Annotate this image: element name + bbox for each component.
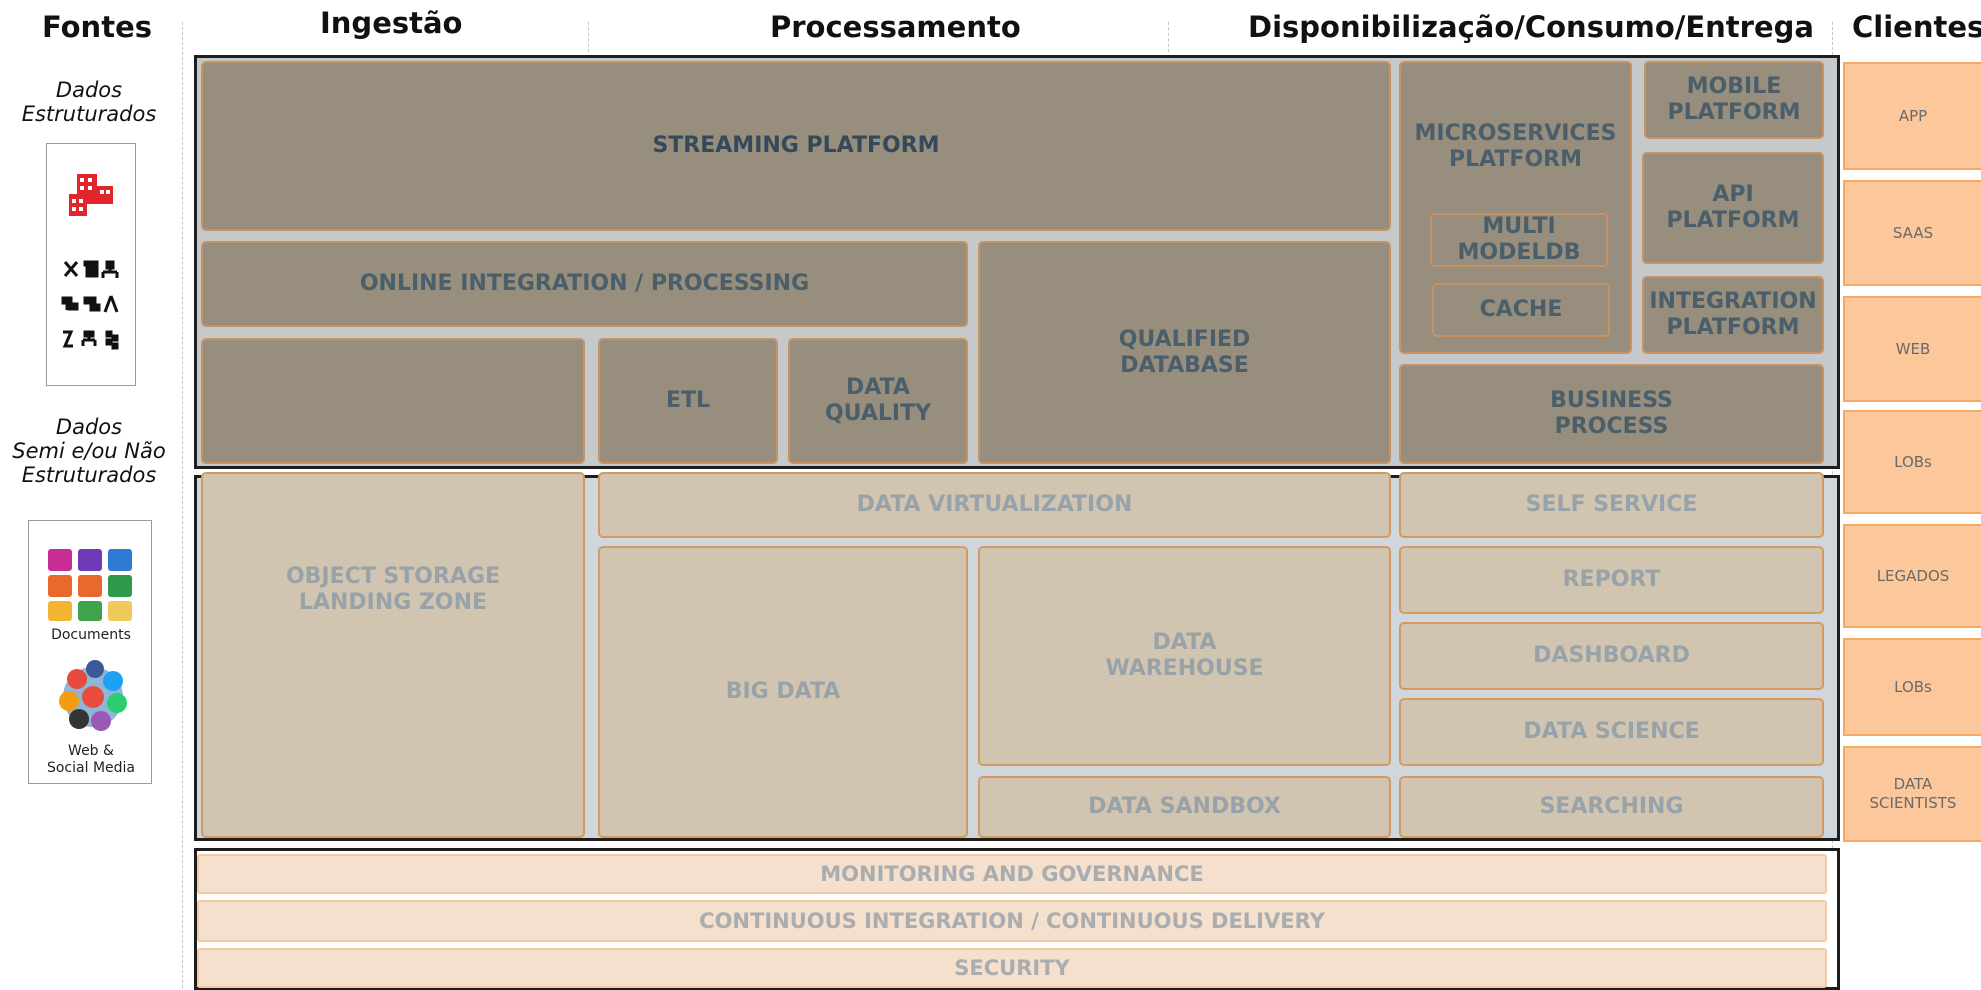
column-separator bbox=[182, 22, 183, 988]
client-legados: LEGADOS bbox=[1843, 524, 1981, 628]
landing-zone-upper-box bbox=[201, 338, 585, 464]
data-warehouse-box: DATA WAREHOUSE bbox=[978, 546, 1391, 766]
security-bar: SECURITY bbox=[197, 948, 1827, 988]
big-data-box: BIG DATA bbox=[598, 546, 968, 838]
office-documents-icon bbox=[48, 549, 132, 621]
column-header-disponibilizacao: Disponibilização/Consumo/Entrega bbox=[1248, 10, 1814, 44]
semi-structured-data-label: Dados Semi e/ou Não Estruturados bbox=[12, 415, 166, 487]
report-box: REPORT bbox=[1399, 546, 1824, 614]
documents-label: Documents bbox=[51, 627, 131, 643]
dashboard-box: DASHBOARD bbox=[1399, 622, 1824, 690]
client-saas: SAAS bbox=[1843, 180, 1981, 286]
microservices-platform-label: MICROSERVICES PLATFORM bbox=[1414, 121, 1617, 172]
self-service-box: SELF SERVICE bbox=[1399, 472, 1824, 538]
column-header-processamento: Processamento bbox=[770, 10, 1021, 44]
ci-cd-bar: CONTINUOUS INTEGRATION / CONTINUOUS DELI… bbox=[197, 900, 1827, 942]
column-header-ingestao: Ingestão bbox=[320, 6, 463, 40]
column-separator bbox=[588, 22, 589, 52]
web-social-media-label: Web & Social Media bbox=[46, 743, 135, 776]
client-app: APP bbox=[1843, 62, 1981, 170]
client-web: WEB bbox=[1843, 296, 1981, 402]
social-media-cluster-icon bbox=[59, 660, 127, 731]
monitoring-governance-bar: MONITORING AND GOVERNANCE bbox=[197, 854, 1827, 894]
client-lobs: LOBs bbox=[1843, 410, 1981, 514]
integration-platform-box: INTEGRATION PLATFORM bbox=[1642, 276, 1824, 354]
business-process-box: BUSINESS PROCESS bbox=[1399, 364, 1824, 464]
unstructured-sources-box: Documents Web & Social Media bbox=[28, 520, 152, 784]
data-quality-box: DATA QUALITY bbox=[788, 338, 968, 464]
structured-data-label: Dados Estruturados bbox=[21, 78, 157, 126]
data-science-box: DATA SCIENCE bbox=[1399, 698, 1824, 766]
data-sandbox-box: DATA SANDBOX bbox=[978, 776, 1391, 838]
multi-modeldb-box: MULTI MODELDB bbox=[1430, 213, 1608, 267]
streaming-platform-box: STREAMING PLATFORM bbox=[201, 61, 1391, 231]
client-lobs-2: LOBs bbox=[1843, 638, 1981, 736]
searching-box: SEARCHING bbox=[1399, 776, 1824, 838]
api-platform-box: API PLATFORM bbox=[1642, 152, 1824, 264]
org-chart-icons bbox=[61, 260, 119, 350]
structured-sources-box bbox=[46, 143, 136, 386]
object-storage-landing-zone-box: OBJECT STORAGE LANDING ZONE bbox=[201, 472, 585, 838]
qualified-database-box: QUALIFIED DATABASE bbox=[978, 241, 1391, 464]
online-integration-box: ONLINE INTEGRATION / PROCESSING bbox=[201, 241, 968, 327]
buildings-icon bbox=[69, 174, 113, 216]
client-data-scientists: DATA SCIENTISTS bbox=[1843, 746, 1981, 842]
mobile-platform-box: MOBILE PLATFORM bbox=[1644, 61, 1824, 139]
column-header-fontes: Fontes bbox=[42, 10, 152, 44]
cache-box: CACHE bbox=[1432, 283, 1610, 337]
data-virtualization-box: DATA VIRTUALIZATION bbox=[598, 472, 1391, 538]
column-header-clientes: Clientes bbox=[1852, 10, 1981, 44]
column-separator bbox=[1168, 22, 1169, 52]
etl-box: ETL bbox=[598, 338, 778, 464]
